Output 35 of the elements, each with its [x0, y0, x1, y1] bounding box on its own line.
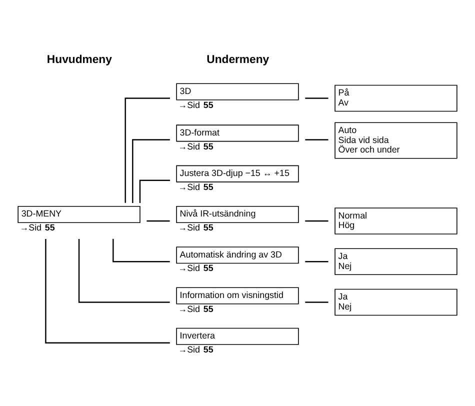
node-box: Normal Hög — [334, 207, 458, 234]
connector — [139, 179, 170, 203]
node-label: →Sid 55 — [178, 303, 214, 314]
connector — [305, 301, 328, 302]
connector — [112, 238, 170, 262]
connector — [146, 220, 170, 222]
node-label: →Sid 55 — [178, 181, 214, 192]
node-label: →Sid 55 — [20, 222, 55, 232]
node-label: →Sid 55 — [178, 222, 214, 232]
node-label: →Sid 55 — [178, 140, 214, 151]
node-box: Invertera — [176, 327, 299, 344]
connector — [132, 138, 170, 202]
node-box: 3D-format — [176, 124, 299, 142]
node-box: Justera 3D-djup −15 ↔ +15 — [176, 164, 299, 182]
node-box: Ja Nej — [334, 248, 458, 275]
node-box: På Av — [334, 84, 458, 112]
connector — [78, 238, 170, 302]
node-box: 3D — [176, 82, 299, 100]
connector — [45, 238, 170, 343]
connector — [305, 220, 328, 222]
node-label: →Sid 55 — [178, 262, 214, 273]
connector — [305, 260, 328, 262]
label: Huvudmeny — [46, 54, 112, 66]
node-label: →Sid 55 — [178, 344, 214, 354]
node-box: Ja Nej — [334, 288, 458, 316]
connector — [305, 97, 328, 98]
node-box: Automatisk ändring av 3D — [176, 246, 299, 264]
node-box: Nivå IR-utsändning — [176, 205, 299, 222]
label: Undermeny — [206, 54, 270, 66]
node-box: 3D-MENY — [18, 205, 140, 222]
node-box: Information om visningstid — [176, 286, 299, 304]
connector — [305, 138, 328, 140]
node-label: →Sid 55 — [178, 99, 214, 110]
node-box: Auto Sida vid sida Över och under — [334, 122, 458, 158]
connector — [124, 97, 170, 202]
